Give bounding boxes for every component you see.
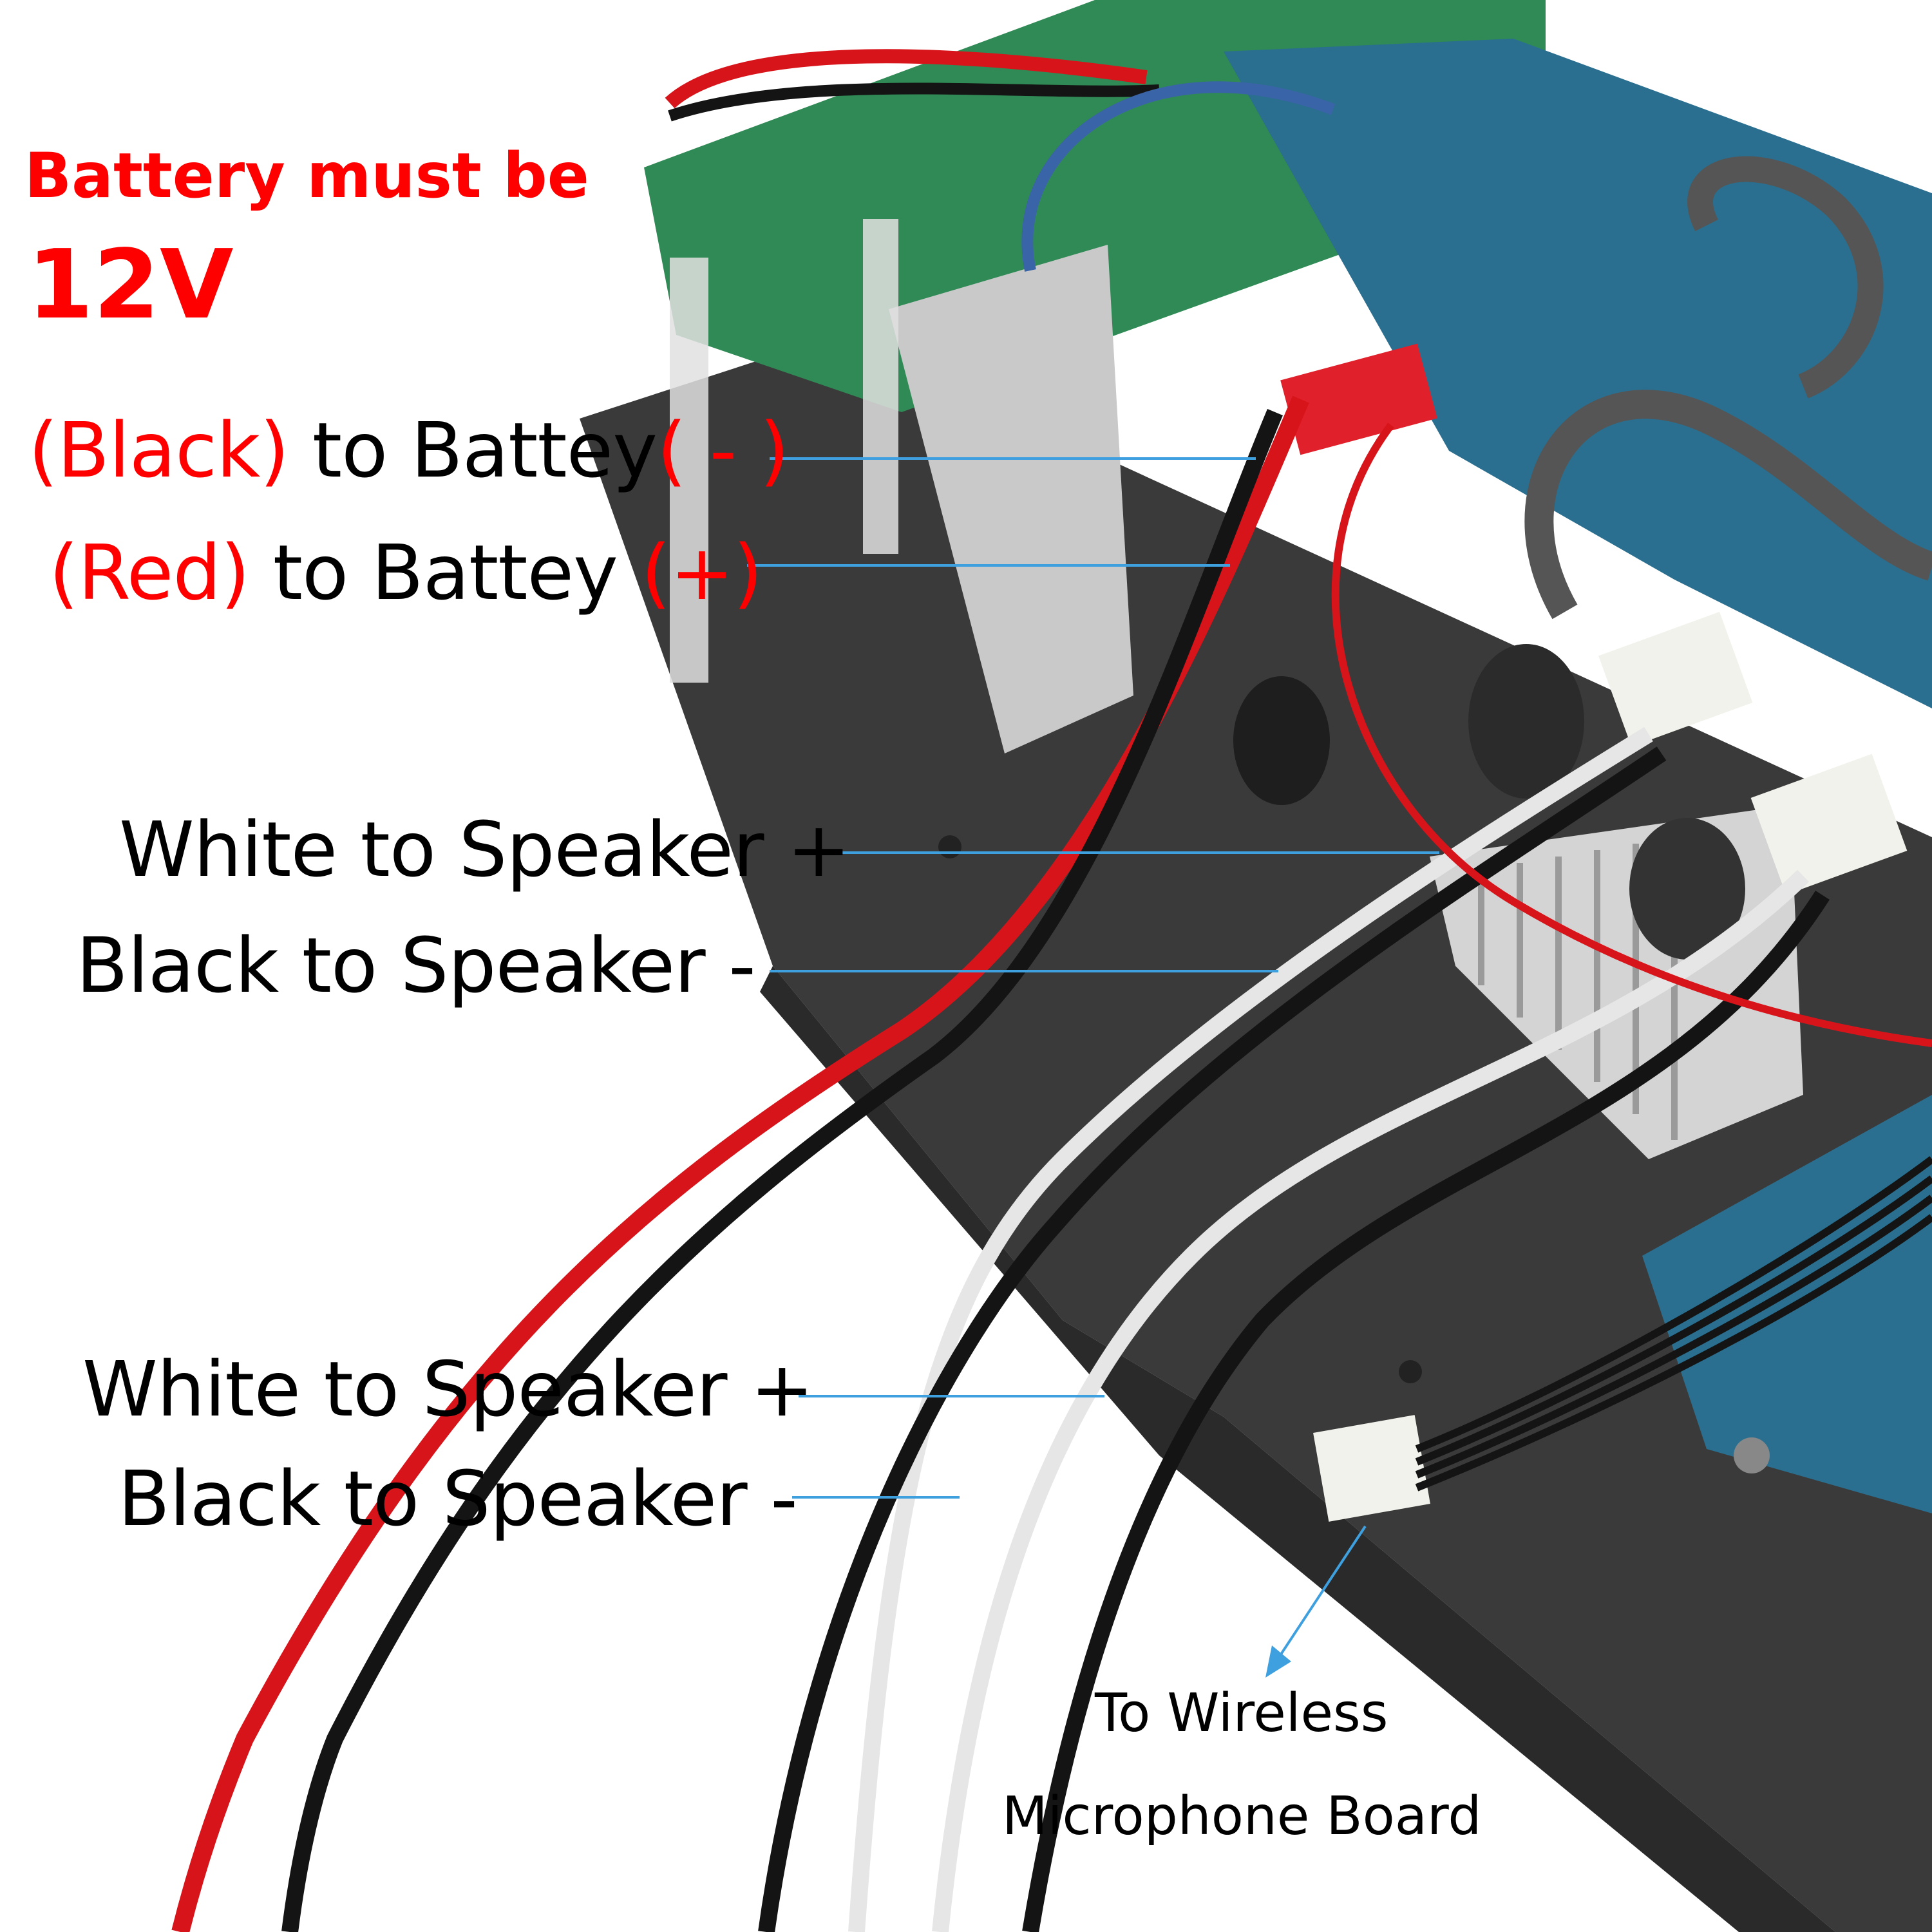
top-wire-black bbox=[668, 82, 1160, 122]
standoff-2 bbox=[863, 219, 898, 554]
black-color-word: (Black) bbox=[28, 406, 289, 495]
mic-connector bbox=[1313, 1415, 1430, 1522]
leader-mic bbox=[1271, 1525, 1367, 1669]
white-connector-1 bbox=[1598, 612, 1753, 747]
negative-polarity: ( - ) bbox=[657, 406, 790, 495]
screw-hole-1 bbox=[938, 835, 961, 858]
top-wire-red bbox=[665, 49, 1148, 109]
label-mic-line2: Microphone Board bbox=[1002, 1786, 1482, 1847]
battery-wire-black bbox=[281, 408, 1283, 1932]
label-white-to-speaker-plus-2: White to Speaker + bbox=[82, 1345, 814, 1434]
blue-pcb bbox=[1224, 39, 1932, 708]
grey-ribbon bbox=[1687, 156, 1884, 399]
label-black-to-speaker-minus-2: Black to Speaker - bbox=[118, 1454, 798, 1543]
speaker2-wire-black bbox=[1022, 890, 1830, 1932]
positive-polarity: (+) bbox=[641, 528, 762, 617]
capacitor-1 bbox=[1233, 676, 1330, 805]
white-connector-2 bbox=[1750, 753, 1908, 895]
heatsink-left bbox=[889, 245, 1133, 753]
label-black-to-battery-negative: (Black) to Battey( - ) bbox=[28, 412, 790, 488]
red-connector bbox=[1280, 343, 1437, 455]
speaker1-wire-white bbox=[848, 726, 1653, 1932]
capacitor-3 bbox=[1629, 818, 1745, 960]
red-color-word: (Red) bbox=[49, 528, 250, 617]
speaker1-wire-black bbox=[758, 746, 1667, 1932]
battery-heading-line1: Battery must be bbox=[24, 140, 589, 212]
screw-hole-3 bbox=[1734, 1437, 1770, 1473]
label-mic-line1: To Wireless bbox=[1095, 1683, 1388, 1744]
label-black-to-speaker-minus-1: Black to Speaker - bbox=[76, 921, 756, 1010]
label-white-to-speaker-plus-1: White to Speaker + bbox=[119, 805, 851, 894]
standoff-1 bbox=[670, 258, 708, 683]
grey-ribbon-2 bbox=[1524, 390, 1932, 620]
mic-ribbon bbox=[1415, 1156, 1932, 1492]
label-red-to-battery-positive: (Red) to Battey (+) bbox=[49, 535, 762, 611]
leader-lines bbox=[747, 457, 1439, 1669]
capacitor-2 bbox=[1468, 644, 1584, 799]
red-battery-text: to Battey bbox=[249, 528, 641, 617]
thin-red-wire bbox=[1331, 422, 1932, 1047]
mounting-plate bbox=[580, 335, 1932, 1932]
black-battery-text: to Battey bbox=[289, 406, 658, 495]
battery-heading-voltage: 12V bbox=[27, 229, 234, 340]
screw-hole-2 bbox=[1399, 1360, 1422, 1383]
top-wire-blue bbox=[1021, 81, 1336, 272]
leader-mic-arrowhead bbox=[1265, 1645, 1291, 1678]
blue-pcb-lower bbox=[1642, 1095, 1932, 1513]
speaker2-wire-white bbox=[932, 869, 1810, 1932]
